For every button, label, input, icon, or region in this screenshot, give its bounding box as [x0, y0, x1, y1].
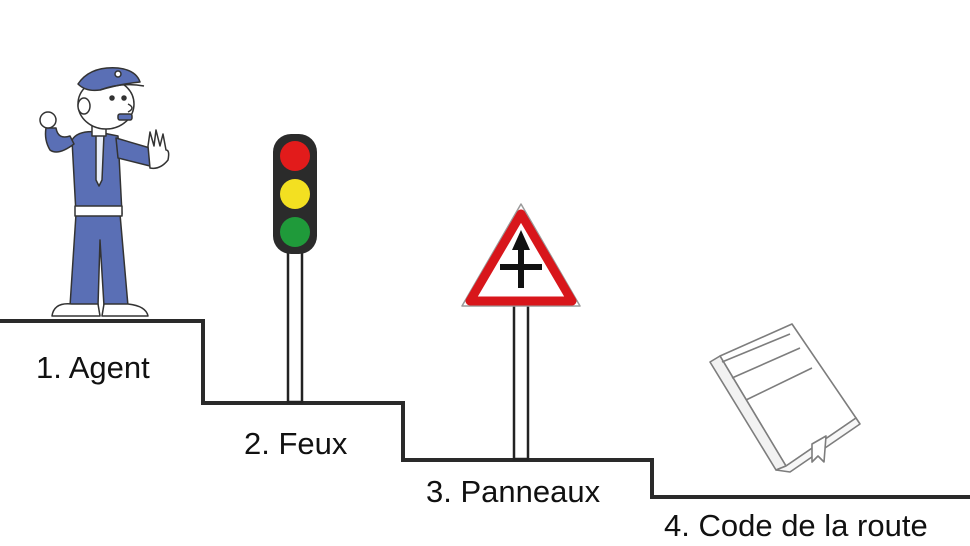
traffic-police-officer-icon: [39, 67, 170, 317]
step-label-code-de-la-route: 4. Code de la route: [664, 508, 928, 543]
step-label-agent: 1. Agent: [36, 350, 150, 385]
step-label-feux: 2. Feux: [244, 426, 348, 461]
step-label-panneaux: 3. Panneaux: [426, 474, 601, 509]
staircase-line: [0, 319, 970, 499]
traffic-light-icon: [273, 134, 317, 404]
priority-road-sign-icon: [461, 203, 581, 461]
book-icon: [709, 323, 861, 473]
